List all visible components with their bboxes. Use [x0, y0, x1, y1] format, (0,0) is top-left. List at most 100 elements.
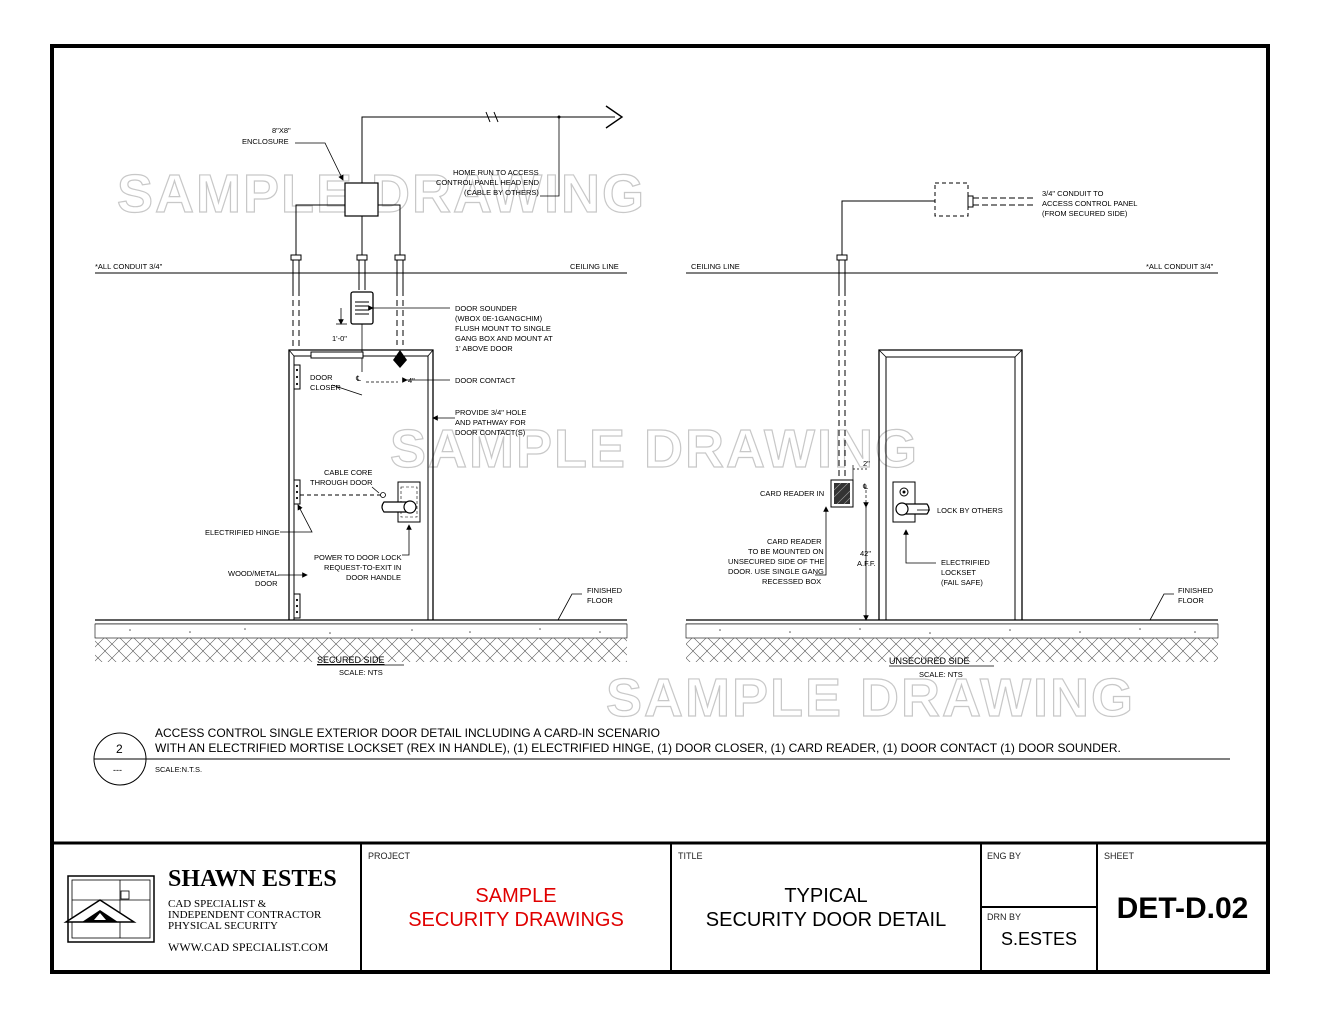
home-run-label-2: CONTROL PANEL HEAD END — [436, 178, 540, 187]
drawing-title: TYPICAL SECURITY DOOR DETAIL — [671, 884, 981, 932]
unsecured-conduit-note: *ALL CONDUIT 3/4" — [1146, 262, 1214, 271]
door-contact-label: DOOR CONTACT — [455, 376, 516, 385]
title-label: TITLE — [678, 851, 703, 861]
title-line-1: TYPICAL — [784, 885, 868, 907]
door-sounder — [350, 291, 374, 325]
home-run-label-3: (CABLE BY OTHERS) — [464, 188, 539, 197]
centerline-mark: ℄ — [355, 374, 362, 383]
home-run-conduit — [361, 116, 615, 183]
hinge-label: ELECTRIFIED HINGE — [205, 528, 280, 537]
dim-1ft: 1'-0" — [332, 334, 347, 343]
break-symbol — [485, 111, 499, 123]
secured-view-scale: SCALE: NTS — [339, 668, 383, 677]
dim-2in: 2" — [863, 459, 870, 468]
door-contact — [393, 350, 407, 368]
dim-4in: 4" — [408, 376, 415, 385]
project-name: SAMPLE SECURITY DRAWINGS — [361, 884, 671, 932]
unsecured-earth-hatch — [686, 638, 1218, 662]
power-label-3: DOOR HANDLE — [346, 573, 401, 582]
project-line-2: SECURITY DRAWINGS — [408, 909, 624, 931]
lockset-label-3: (FAIL SAFE) — [941, 578, 983, 587]
unsecured-floor-label-1: FINISHED — [1178, 586, 1214, 595]
firm-line-1: CAD SPECIALIST & — [168, 898, 267, 910]
secured-view-title: SECURED SIDE — [317, 655, 385, 665]
conduit-to-hinge — [295, 204, 345, 255]
unsecured-view-scale: SCALE: NTS — [919, 670, 963, 679]
detail-description-1: ACCESS CONTROL SINGLE EXTERIOR DOOR DETA… — [155, 726, 660, 740]
secured-door-frame-outer — [288, 349, 434, 620]
card-reader-note-5: RECESSED BOX — [762, 577, 821, 586]
firm-line-3: PHYSICAL SECURITY — [168, 920, 278, 932]
company-logo — [63, 875, 155, 943]
detail-callout: 2 --- ACCESS CONTROL SINGLE EXTERIOR DOO… — [93, 726, 1230, 786]
enclosure-box — [344, 182, 379, 217]
unsecured-slab — [685, 623, 1219, 639]
conduit-panel-label-1: 3/4" CONDUIT TO — [1042, 189, 1104, 198]
sounder-label-5: 1' ABOVE DOOR — [455, 344, 513, 353]
sheet-label: SHEET — [1104, 851, 1135, 861]
detail-description-2: WITH AN ELECTRIFIED MORTISE LOCKSET (REX… — [155, 741, 1121, 755]
drn-by-label: DRN BY — [987, 912, 1022, 922]
card-reader-note-4: DOOR. USE SINGLE GANG — [728, 567, 824, 576]
secured-floor-label-2: FLOOR — [587, 596, 613, 605]
unsecured-view-title: UNSECURED SIDE — [889, 656, 970, 666]
unsecured-centerline: ℄ — [862, 482, 869, 491]
secured-floor-label-1: FINISHED — [587, 586, 623, 595]
sounder-label-2: (WBOX 0E-1GANGCHIM) — [455, 314, 543, 323]
unsecured-ceiling-label: CEILING LINE — [691, 262, 740, 271]
project-line-1: SAMPLE — [475, 885, 557, 907]
secured-ceiling-label: CEILING LINE — [570, 262, 619, 271]
detail-sheet-ref: --- — [113, 765, 122, 775]
home-run-label-1: HOME RUN TO ACCESS — [453, 168, 539, 177]
lock-by-others-label: LOCK BY OTHERS — [937, 506, 1003, 515]
unsecured-side-view: CEILING LINE *ALL CONDUIT 3/4" 3/4" COND… — [685, 182, 1219, 679]
secured-door-handle — [381, 501, 408, 513]
conduit-to-contact — [378, 204, 401, 255]
firm-website: WWW.CAD SPECIALIST.COM — [168, 940, 329, 954]
secured-slab — [94, 623, 628, 639]
sheet-number: DET-D.02 — [1116, 892, 1249, 925]
closer-label-2: CLOSER — [310, 383, 341, 392]
unsecured-door-handle — [903, 503, 930, 515]
unsecured-door-frame-inner — [885, 356, 1016, 620]
dim-42-label-2: A.F.F. — [857, 559, 876, 568]
secured-earth-hatch — [95, 638, 627, 662]
lockset-label-2: LOCKSET — [941, 568, 976, 577]
remote-enclosure — [934, 182, 969, 217]
eng-by-label: ENG BY — [987, 851, 1022, 861]
title-line-2: SECURITY DOOR DETAIL — [705, 909, 947, 931]
unsecured-door-frame-outer — [878, 349, 1023, 620]
power-label-2: REQUEST-TO-EXIT IN — [324, 563, 401, 572]
firm-line-2: INDEPENDENT CONTRACTOR — [168, 909, 322, 921]
watermark-2: SAMPLE DRAWING — [390, 419, 919, 479]
drn-by-value: S.ESTES — [1000, 929, 1078, 949]
dim-42-label-1: 42" — [860, 549, 871, 558]
sounder-label-4: GANG BOX AND MOUNT AT — [455, 334, 553, 343]
hole-label-1: PROVIDE 3/4" HOLE — [455, 408, 526, 417]
cable-core-label-2: THROUGH DOOR — [310, 478, 373, 487]
sounder-label-1: DOOR SOUNDER — [455, 304, 518, 313]
sounder-label-3: FLUSH MOUNT TO SINGLE — [455, 324, 551, 333]
titleblock-grid — [360, 843, 1098, 972]
watermark-3: SAMPLE DRAWING — [606, 668, 1135, 728]
hole-label-2: AND PATHWAY FOR — [455, 418, 526, 427]
detail-number: 2 — [116, 742, 123, 756]
hole-label-3: DOOR CONTACT(S) — [455, 428, 526, 437]
door-label-1: WOOD/METAL — [228, 569, 279, 578]
card-reader-note-2: TO BE MOUNTED ON — [748, 547, 824, 556]
power-label-1: POWER TO DOOR LOCK — [314, 553, 402, 562]
lockset-label-1: ELECTRIFIED — [941, 558, 990, 567]
conduit-panel-label-3: (FROM SECURED SIDE) — [1042, 209, 1128, 218]
unsecured-conduit — [841, 200, 935, 255]
door-closer — [310, 351, 364, 359]
enclosure-label-1: 8"X8" — [272, 126, 291, 135]
unsecured-floor-label-2: FLOOR — [1178, 596, 1204, 605]
firm-name: SHAWN ESTES — [168, 866, 337, 892]
secured-conduit-note: *ALL CONDUIT 3/4" — [95, 262, 163, 271]
cable-core-label-1: CABLE CORE — [324, 468, 372, 477]
watermark-1: SAMPLE DRAWING — [117, 164, 646, 224]
secured-side-view: *ALL CONDUIT 3/4" CEILING LINE 1'- — [94, 105, 628, 677]
home-run-arrow — [605, 105, 624, 129]
